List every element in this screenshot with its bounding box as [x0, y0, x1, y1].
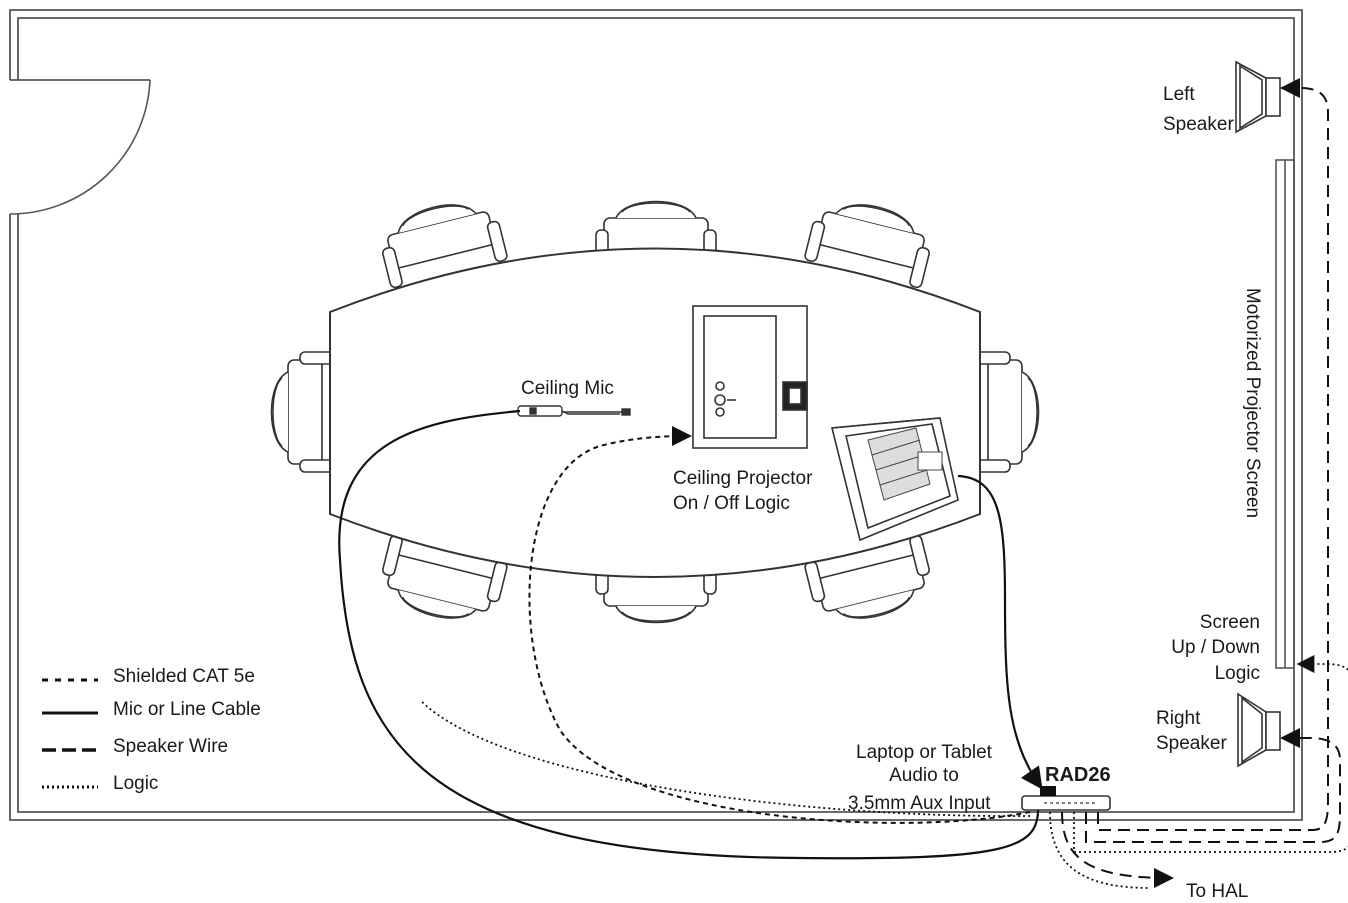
screen-logic-label-1: Screen [1199, 612, 1260, 633]
legend-swatch-solid [42, 711, 98, 715]
left-speaker-label-2: Speaker [1163, 114, 1234, 135]
laptop-label-1: Laptop or Tablet [856, 742, 992, 763]
motorized-screen-label: Motorized Projector Screen [1242, 287, 1263, 519]
screen-logic-cable [1073, 655, 1348, 853]
mic-cable [338, 409, 1040, 860]
right-speaker-label-1: Right [1156, 708, 1201, 729]
conference-table [329, 247, 981, 578]
right-speaker-wire [1085, 728, 1341, 843]
ceiling-mic-icon [517, 405, 631, 417]
right-speaker-label-2: Speaker [1156, 733, 1227, 754]
laptop-icon [830, 417, 959, 542]
left-speaker-label-1: Left [1163, 84, 1195, 105]
legend-swatch-dotted [42, 785, 98, 789]
laptop-label-3: 3.5mm Aux Input [848, 793, 991, 814]
right-speaker-icon [1237, 692, 1281, 768]
legend-label: Mic or Line Cable [113, 699, 261, 720]
to-hal-wire [1061, 811, 1174, 888]
motorized-screen [1275, 159, 1295, 669]
rad26-device [1021, 786, 1111, 811]
to-hal-label: To HAL [1186, 881, 1249, 902]
screen-logic-label-3: Logic [1214, 663, 1260, 684]
legend-swatch-dash [42, 678, 98, 682]
screen-logic-label-2: Up / Down [1171, 637, 1260, 658]
ceiling-projector-label: Ceiling Projector [673, 468, 813, 489]
ceiling-mic-label: Ceiling Mic [521, 378, 614, 399]
legend-label: Speaker Wire [113, 736, 229, 757]
projector-logic-label: On / Off Logic [673, 493, 790, 514]
legend-label: Logic [113, 773, 159, 794]
laptop-line-cable [957, 474, 1043, 790]
left-speaker-icon [1235, 60, 1281, 134]
legend-swatch-longdash [42, 748, 98, 752]
logic-cable [419, 699, 1031, 817]
rad26-label: RAD26 [1045, 764, 1111, 786]
left-speaker-wire [1097, 78, 1329, 831]
laptop-label-2: Audio to [889, 765, 959, 786]
cat5-projector-cable [528, 426, 1031, 824]
ceiling-projector-icon [692, 305, 808, 449]
cables [338, 78, 1348, 889]
legend-label: Shielded CAT 5e [113, 666, 255, 687]
